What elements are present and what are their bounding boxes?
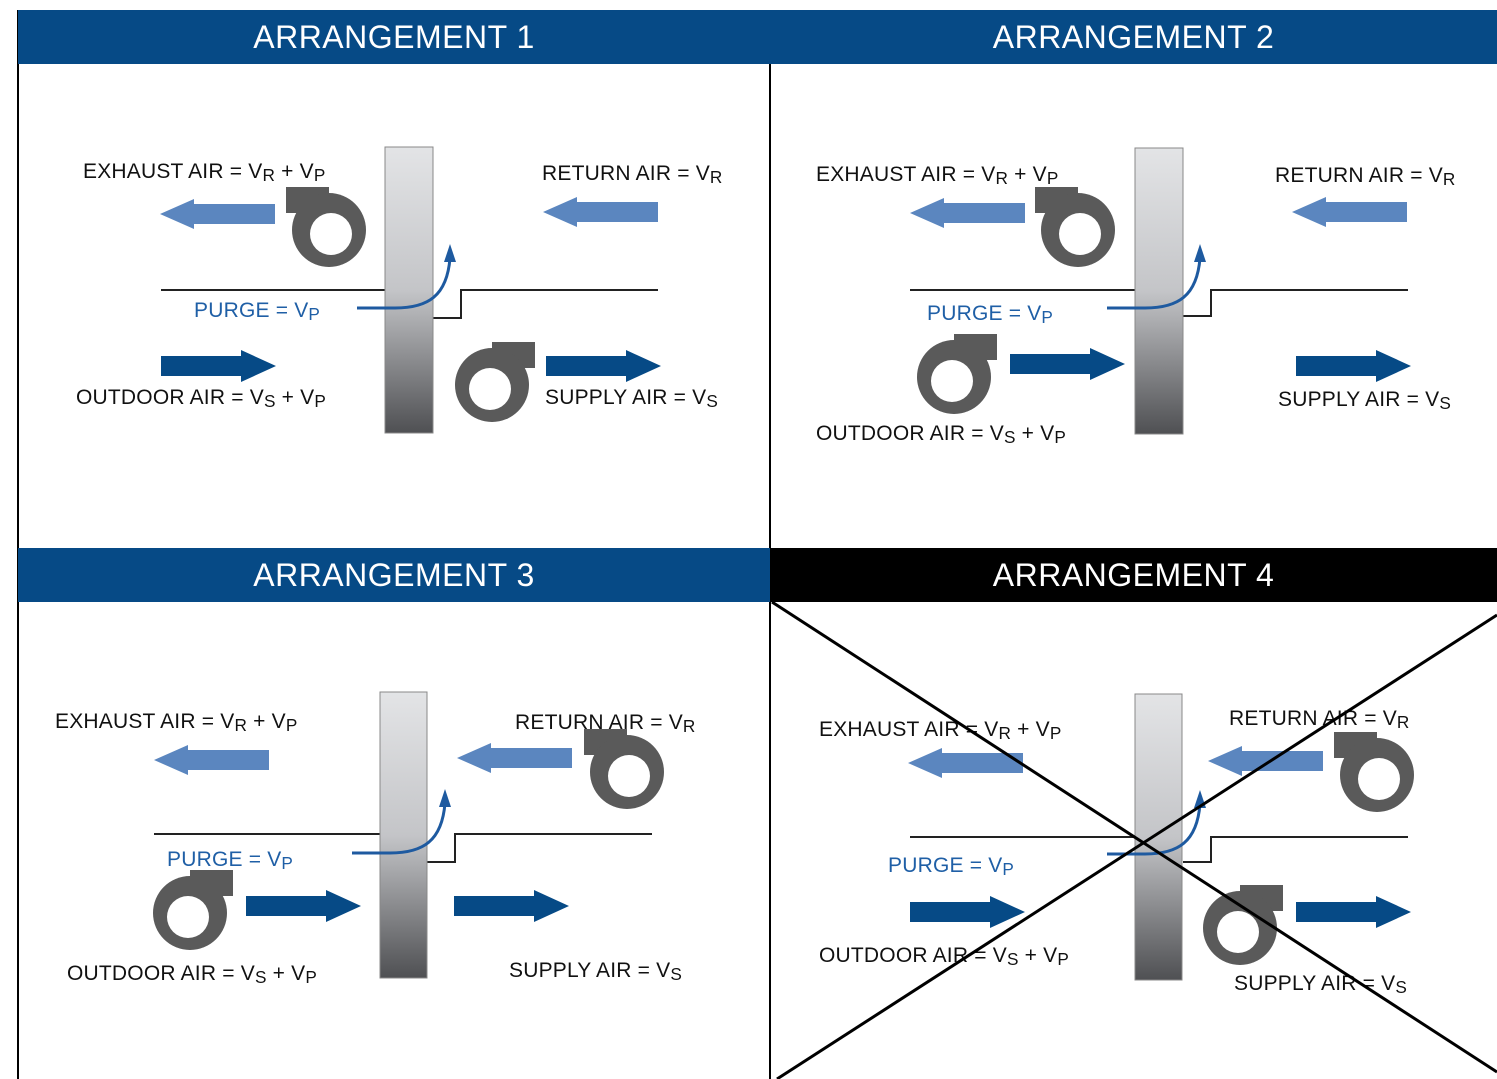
return-air-label: RETURN AIR = VR bbox=[515, 711, 696, 737]
arrow-right-icon bbox=[546, 350, 661, 382]
exhaust-air-label: EXHAUST AIR = VR + VP bbox=[819, 718, 1062, 744]
panel-2-graphics bbox=[910, 147, 1411, 435]
arrow-right-icon bbox=[454, 890, 569, 922]
arrow-left-icon bbox=[1208, 746, 1323, 776]
fan-icon bbox=[917, 334, 997, 414]
fan-icon bbox=[584, 729, 664, 809]
divider-line bbox=[1183, 289, 1408, 317]
arrow-right-icon bbox=[1296, 896, 1411, 928]
arrow-left-icon bbox=[160, 199, 275, 229]
fan-icon bbox=[153, 870, 233, 950]
supply-air-label: SUPPLY AIR = VS bbox=[545, 386, 719, 412]
outdoor-air-label: OUTDOOR AIR = VS + VP bbox=[76, 386, 327, 412]
purge-label: PURGE = VP bbox=[888, 854, 1015, 880]
header-arrangement-1: ARRANGEMENT 1 bbox=[18, 10, 770, 64]
header-arrangement-3: ARRANGEMENT 3 bbox=[18, 548, 770, 602]
purge-label: PURGE = VP bbox=[194, 299, 321, 325]
panel-1-graphics bbox=[160, 146, 661, 434]
outdoor-air-label: OUTDOOR AIR = VS + VP bbox=[816, 422, 1067, 448]
header-title: ARRANGEMENT 4 bbox=[992, 556, 1275, 593]
arrow-left-icon bbox=[1292, 197, 1407, 227]
purge-arrow-icon bbox=[352, 802, 447, 855]
cross-out-line bbox=[771, 600, 1497, 1074]
header-title: ARRANGEMENT 2 bbox=[992, 18, 1275, 55]
wheel-icon bbox=[384, 146, 434, 434]
wheel-icon bbox=[379, 691, 428, 979]
arrow-right-icon bbox=[1296, 350, 1411, 382]
panel-3-graphics bbox=[153, 691, 664, 979]
purge-arrow-icon bbox=[357, 257, 452, 310]
return-air-label: RETURN AIR = VR bbox=[1275, 164, 1456, 190]
return-air-label: RETURN AIR = VR bbox=[1229, 707, 1410, 733]
fan-icon bbox=[286, 187, 366, 267]
purge-arrow-icon bbox=[1107, 257, 1202, 310]
arrow-right-icon bbox=[910, 896, 1025, 928]
header-arrangement-4: ARRANGEMENT 4 bbox=[770, 548, 1497, 602]
left-border bbox=[17, 10, 19, 1079]
supply-air-label: SUPPLY AIR = VS bbox=[509, 959, 683, 985]
exhaust-air-label: EXHAUST AIR = VR + VP bbox=[83, 160, 326, 186]
arrow-right-icon bbox=[246, 890, 361, 922]
divider-line bbox=[427, 833, 652, 863]
divider-line bbox=[1183, 836, 1408, 863]
header-arrangement-2: ARRANGEMENT 2 bbox=[770, 10, 1497, 64]
arrow-right-icon bbox=[1010, 348, 1125, 380]
return-air-label: RETURN AIR = VR bbox=[542, 162, 723, 188]
purge-arrow-icon bbox=[1107, 803, 1202, 856]
arrow-left-icon bbox=[910, 198, 1025, 228]
fan-icon bbox=[455, 342, 535, 422]
supply-air-label: SUPPLY AIR = VS bbox=[1278, 388, 1452, 414]
exhaust-air-label: EXHAUST AIR = VR + VP bbox=[55, 710, 298, 736]
header-title: ARRANGEMENT 3 bbox=[253, 556, 535, 593]
panel-4-graphics bbox=[771, 600, 1497, 1079]
divider-line bbox=[433, 289, 658, 319]
arrow-right-icon bbox=[161, 350, 276, 382]
exhaust-air-label: EXHAUST AIR = VR + VP bbox=[816, 163, 1059, 189]
wheel-icon bbox=[1134, 147, 1184, 435]
purge-label: PURGE = VP bbox=[927, 302, 1054, 328]
arrow-left-icon bbox=[457, 743, 572, 773]
purge-label: PURGE = VP bbox=[167, 848, 294, 874]
fan-icon bbox=[1035, 187, 1115, 267]
header-title: ARRANGEMENT 1 bbox=[253, 18, 535, 55]
arrow-left-icon bbox=[543, 197, 658, 227]
fan-icon bbox=[1334, 732, 1414, 812]
outdoor-air-label: OUTDOOR AIR = VS + VP bbox=[67, 962, 318, 988]
arrow-left-icon bbox=[154, 745, 269, 775]
supply-air-label: SUPPLY AIR = VS bbox=[1234, 972, 1408, 998]
cross-out-line bbox=[776, 613, 1497, 1079]
wheel-icon bbox=[1134, 693, 1183, 981]
